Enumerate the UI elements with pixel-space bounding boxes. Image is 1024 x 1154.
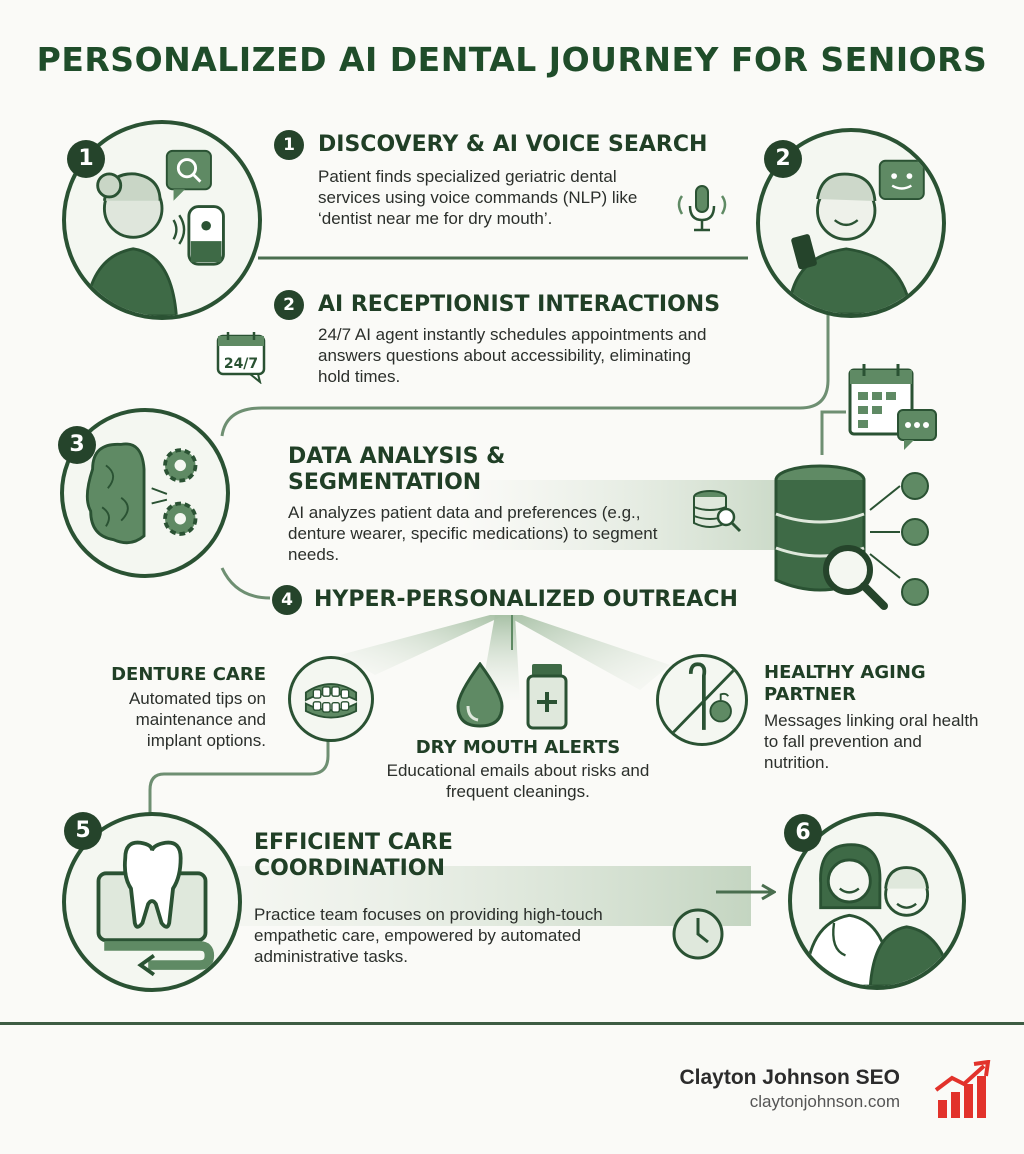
- step-4-heading: HYPER-PERSONALIZED OUTREACH: [314, 587, 738, 612]
- clock-icon: [672, 908, 724, 960]
- calendar-chat-icon: [848, 364, 937, 450]
- dry-mouth-heading: DRY MOUTH ALERTS: [415, 737, 621, 758]
- page-title: PERSONALIZED AI DENTAL JOURNEY FOR SENIO…: [36, 40, 988, 79]
- coordination-beam: [236, 866, 776, 926]
- calendar-24-7-icon: 24/7: [216, 332, 266, 384]
- tooth-coordination-illustration: [62, 812, 242, 992]
- database-search-icon: [693, 490, 742, 533]
- healthy-aging-icon: [656, 654, 748, 746]
- database-analytics-icon: [774, 464, 929, 610]
- calendar-label: 24/7: [224, 356, 258, 372]
- step-5-body: Practice team focuses on providing high-…: [254, 905, 603, 966]
- step-3-heading: DATA ANALYSIS & SEGMENTATION: [288, 444, 506, 495]
- step-2-heading: AI RECEPTIONIST INTERACTIONS: [318, 292, 721, 317]
- dry-mouth-body: Educational emails about risks and frequ…: [386, 761, 650, 801]
- step-1-body: Patient finds specialized geriatric dent…: [318, 167, 638, 228]
- step-2-inline-badge: 2: [274, 290, 304, 320]
- healthy-aging-heading: HEALTHY AGING PARTNER: [764, 662, 926, 705]
- growth-chart-logo-icon: [934, 1060, 991, 1118]
- step-1-badge: 1: [67, 140, 105, 178]
- healthy-aging-body: Messages linking oral health to fall pre…: [764, 711, 979, 772]
- brand-name: Clayton Johnson SEO: [679, 1066, 900, 1089]
- step-5-badge: 5: [64, 812, 102, 850]
- footer-divider: [0, 1022, 1024, 1025]
- denture-care-body: Automated tips on maintenance and implan…: [128, 689, 266, 750]
- denture-icon: [288, 656, 374, 742]
- step-5-heading: EFFICIENT CARE COORDINATION: [254, 830, 453, 881]
- step-1-heading: DISCOVERY & AI VOICE SEARCH: [318, 132, 708, 157]
- step-6-badge: 6: [784, 814, 822, 852]
- step-4-badge: 4: [272, 585, 302, 615]
- water-drop-medicine-icon: [456, 662, 568, 730]
- step-1-inline-badge: 1: [274, 130, 304, 160]
- step-3-badge: 3: [58, 426, 96, 464]
- microphone-icon: [677, 185, 727, 232]
- denture-care-heading: DENTURE CARE: [111, 664, 266, 685]
- data-beam: [460, 480, 800, 550]
- step-3-body: AI analyzes patient data and preferences…: [288, 503, 658, 564]
- brand-url[interactable]: claytonjohnson.com: [749, 1092, 900, 1111]
- step-2-body: 24/7 AI agent instantly schedules appoin…: [318, 325, 707, 386]
- step-2-badge: 2: [764, 140, 802, 178]
